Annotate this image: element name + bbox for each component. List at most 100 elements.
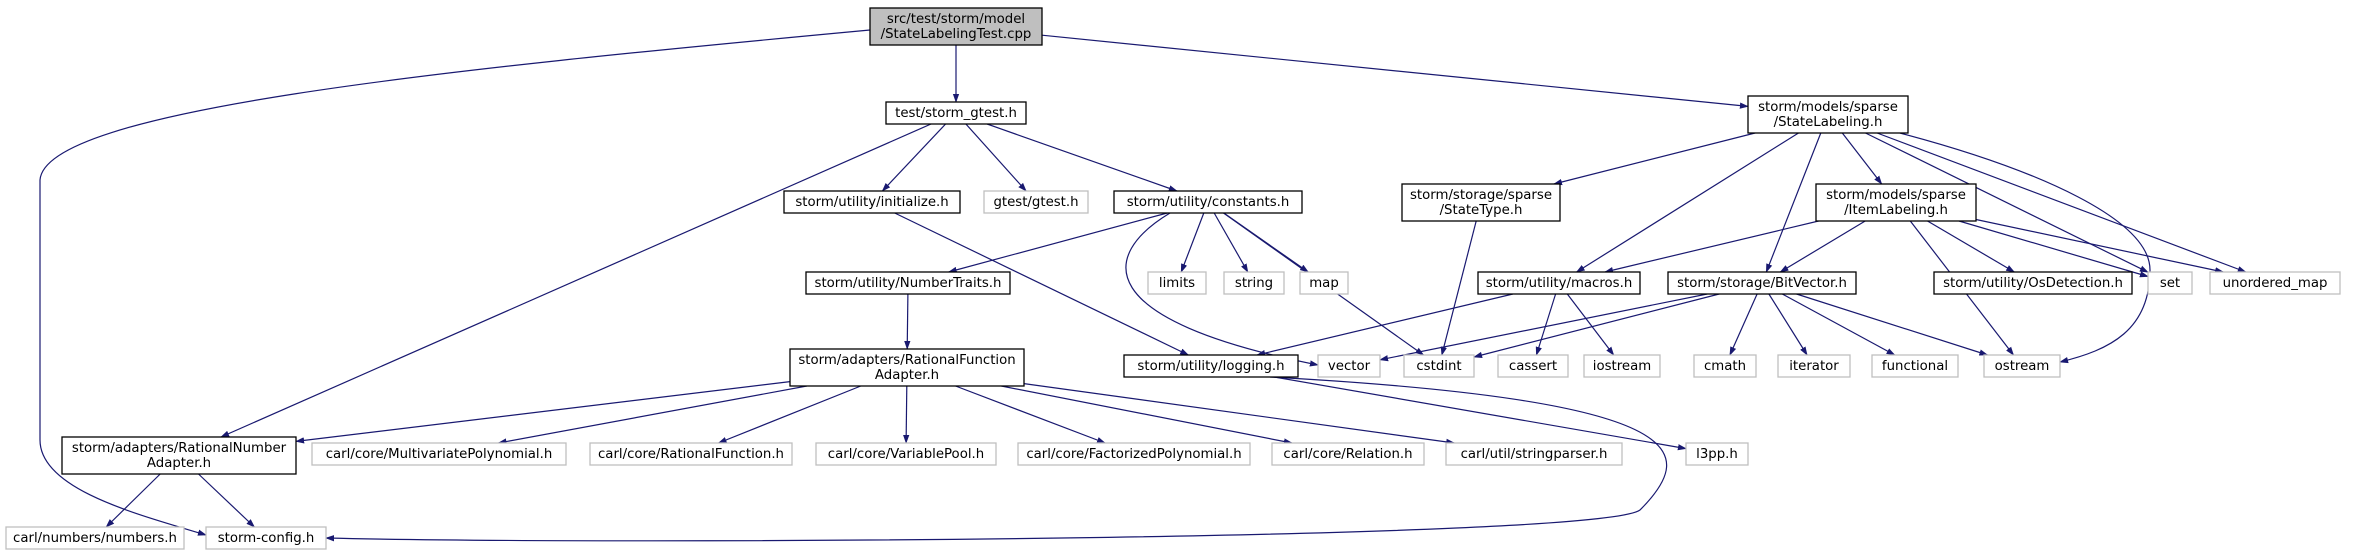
edge-rfadapter-to-factorized — [955, 385, 1106, 444]
edge-numbertraits-to-rfadapter — [904, 293, 911, 350]
edge-statelabeling-to-macros — [1575, 132, 1799, 273]
node-box-itemlabeling — [1815, 183, 1977, 222]
node-cmath: cmath — [1693, 354, 1757, 378]
node-functional: functional — [1871, 354, 1959, 378]
node-unordered_map: unordered_map — [2209, 271, 2341, 295]
node-box-iostream — [1583, 354, 1661, 378]
node-label-bitvector: storm/storage/BitVector.h — [1677, 276, 1847, 291]
node-label-initialize: storm/utility/initialize.h — [795, 195, 948, 210]
edge-statelabeling-to-set — [1865, 132, 2149, 273]
node-box-root — [869, 7, 1043, 46]
edge-constants-to-string — [1213, 212, 1249, 273]
edge-bitvector-to-cstdint — [1473, 293, 1720, 359]
node-label-rationalfunction: carl/core/RationalFunction.h — [598, 447, 784, 462]
node-label-variablepool: carl/core/VariablePool.h — [828, 447, 984, 462]
node-box-unordered_map — [2209, 271, 2341, 295]
node-box-rationalfunction — [589, 442, 793, 466]
node-ostream: ostream — [1983, 354, 2061, 378]
node-label-storm_gtest: test/storm_gtest.h — [895, 106, 1017, 121]
node-label-iterator: iterator — [1789, 359, 1839, 374]
node-bitvector[interactable]: storm/storage/BitVector.h — [1667, 271, 1857, 295]
edge-rfadapter-to-variablepool — [903, 385, 910, 444]
node-label-rnadapter: storm/adapters/RationalNumber — [72, 441, 287, 456]
node-label-cmath: cmath — [1704, 359, 1746, 374]
node-limits: limits — [1147, 271, 1207, 295]
node-box-string — [1223, 271, 1285, 295]
node-multivariate: carl/core/MultivariatePolynomial.h — [311, 442, 567, 466]
node-label-rfadapter: Adapter.h — [875, 368, 939, 383]
node-osdetection[interactable]: storm/utility/OsDetection.h — [1933, 271, 2133, 295]
node-stringparser: carl/util/stringparser.h — [1445, 442, 1623, 466]
node-box-bitvector — [1667, 271, 1857, 295]
edge-macros-to-cassert — [1535, 293, 1557, 356]
node-statetype[interactable]: storm/storage/sparse/StateType.h — [1401, 183, 1561, 222]
node-box-multivariate — [311, 442, 567, 466]
edge-macros-to-logging — [1256, 293, 1514, 357]
edge-root-to-stormconfig — [39, 29, 871, 536]
node-label-stormconfig: storm-config.h — [218, 531, 315, 546]
node-logging[interactable]: storm/utility/logging.h — [1123, 354, 1299, 378]
edge-rfadapter-to-multivariate — [497, 385, 808, 445]
node-cassert: cassert — [1497, 354, 1569, 378]
node-root[interactable]: src/test/storm/model/StateLabelingTest.c… — [869, 7, 1043, 46]
node-itemlabeling[interactable]: storm/models/sparse/ItemLabeling.h — [1815, 183, 1977, 222]
edge-bitvector-to-functional — [1782, 293, 1896, 356]
node-label-cstdint: cstdint — [1416, 359, 1461, 374]
node-set: set — [2147, 271, 2193, 295]
node-variablepool: carl/core/VariablePool.h — [815, 442, 997, 466]
node-box-stringparser — [1445, 442, 1623, 466]
node-box-cassert — [1497, 354, 1569, 378]
node-statelabeling[interactable]: storm/models/sparse/StateLabeling.h — [1747, 95, 1909, 134]
node-initialize[interactable]: storm/utility/initialize.h — [783, 190, 961, 214]
node-label-cassert: cassert — [1509, 359, 1557, 374]
edge-statelabeling-to-unordered_map — [1876, 132, 2247, 273]
node-constants[interactable]: storm/utility/constants.h — [1113, 190, 1303, 214]
edge-rfadapter-to-relation — [1001, 385, 1293, 445]
node-box-osdetection — [1933, 271, 2133, 295]
edge-constants-to-vector — [1125, 212, 1319, 367]
node-label-functional: functional — [1882, 359, 1948, 374]
edge-storm_gtest-to-rnadapter — [220, 123, 932, 438]
edge-bitvector-to-iterator — [1768, 293, 1808, 356]
node-label-macros: storm/utility/macros.h — [1486, 276, 1633, 291]
node-relation: carl/core/Relation.h — [1271, 442, 1425, 466]
node-box-variablepool — [815, 442, 997, 466]
edge-itemlabeling-to-bitvector — [1779, 220, 1866, 273]
node-rationalfunction: carl/core/RationalFunction.h — [589, 442, 793, 466]
edge-constants-to-numbertraits — [947, 212, 1168, 273]
edge-itemlabeling-to-unordered_map — [1975, 218, 2225, 274]
node-box-vector — [1317, 354, 1381, 378]
node-label-gtest: gtest/gtest.h — [993, 195, 1078, 210]
node-box-numbertraits — [805, 271, 1011, 295]
node-numbertraits[interactable]: storm/utility/NumberTraits.h — [805, 271, 1011, 295]
edge-statelabeling-to-itemlabeling — [1841, 132, 1883, 185]
node-macros[interactable]: storm/utility/macros.h — [1477, 271, 1641, 295]
node-iterator: iterator — [1777, 354, 1851, 378]
node-box-logging — [1123, 354, 1299, 378]
node-label-numbertraits: storm/utility/NumberTraits.h — [815, 276, 1002, 291]
edge-logging-to-stormconfig — [325, 376, 1668, 542]
edge-initialize-to-logging — [894, 212, 1190, 356]
node-map: map — [1299, 271, 1349, 295]
edge-rfadapter-to-stringparser — [1023, 383, 1456, 446]
node-box-iterator — [1777, 354, 1851, 378]
edge-constants-to-limits — [1180, 212, 1205, 273]
node-l3pp: l3pp.h — [1685, 442, 1749, 466]
node-stormconfig: storm-config.h — [205, 526, 327, 550]
node-label-unordered_map: unordered_map — [2223, 276, 2328, 291]
node-box-macros — [1477, 271, 1641, 295]
node-label-map: map — [1309, 276, 1339, 291]
node-cstdint: cstdint — [1403, 354, 1475, 378]
node-storm_gtest[interactable]: test/storm_gtest.h — [885, 101, 1027, 125]
node-label-stringparser: carl/util/stringparser.h — [1461, 447, 1608, 462]
node-label-statetype: /StateType.h — [1440, 203, 1523, 218]
node-box-storm_gtest — [885, 101, 1027, 125]
node-label-osdetection: storm/utility/OsDetection.h — [1943, 276, 2123, 291]
node-box-limits — [1147, 271, 1207, 295]
edge-root-to-statelabeling — [1041, 34, 1749, 109]
node-box-functional — [1871, 354, 1959, 378]
node-label-numbers: carl/numbers/numbers.h — [13, 531, 177, 546]
